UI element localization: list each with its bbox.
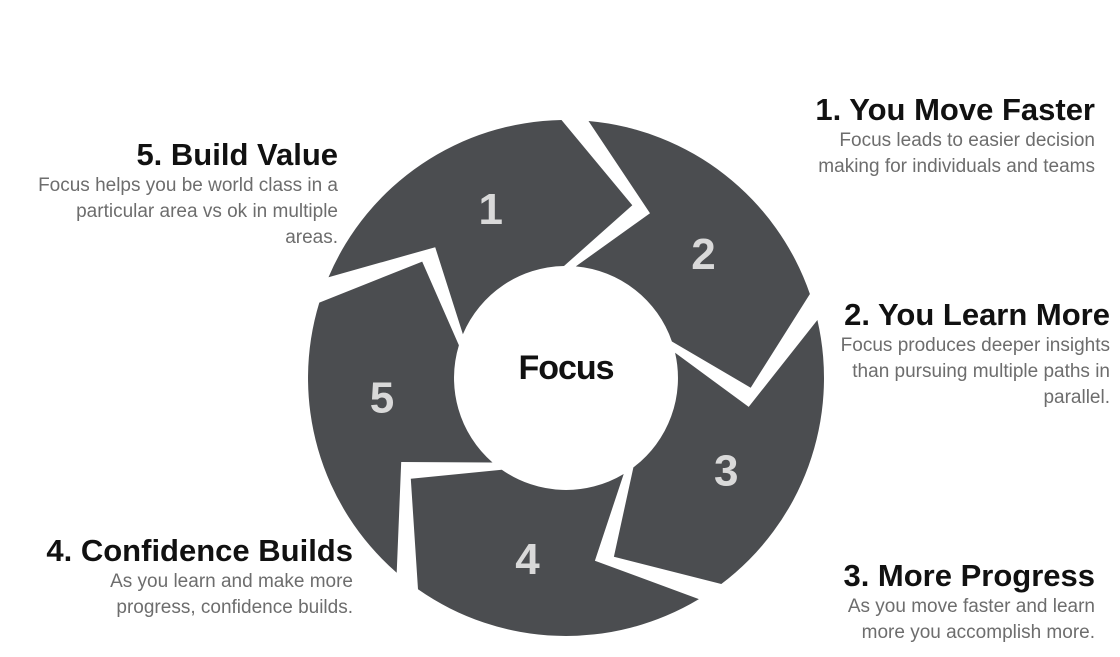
segment-4-number: 4 [515,535,540,584]
step-4-description: As you learn and make more progress, con… [110,571,353,618]
step-3-block: 3. More Progress As you move faster and … [800,558,1095,646]
segment-2-number: 2 [691,230,715,279]
step-3-description: As you move faster and learn more you ac… [847,596,1095,643]
step-1-block: 1. You Move Faster Focus leads to easier… [770,92,1095,180]
segment-3-number: 3 [714,447,738,496]
step-2-description: Focus produces deeper insights than purs… [840,335,1110,408]
cycle-segment-1 [328,120,633,335]
step-5-title: 5. Build Value [136,137,338,172]
segment-1-number: 1 [479,185,503,234]
cycle-segment-2 [575,121,810,388]
step-2-title: 2. You Learn More [844,297,1110,332]
step-5-block: 5. Build Value Focus helps you be world … [30,137,338,251]
step-1-description: Focus leads to easier decision making fo… [818,130,1095,177]
segment-5-number: 5 [370,373,394,422]
step-4-block: 4. Confidence Builds As you learn and ma… [15,533,353,621]
step-5-description: Focus helps you be world class in a part… [38,175,338,248]
cycle-segment-3 [613,320,824,584]
cycle-segment-5 [308,261,493,573]
step-2-block: 2. You Learn More Focus produces deeper … [805,297,1110,411]
center-label: Focus [518,349,613,387]
cycle-segment-4 [410,469,699,636]
step-3-title: 3. More Progress [843,558,1095,593]
step-1-title: 1. You Move Faster [815,92,1095,127]
step-4-title: 4. Confidence Builds [46,533,353,568]
